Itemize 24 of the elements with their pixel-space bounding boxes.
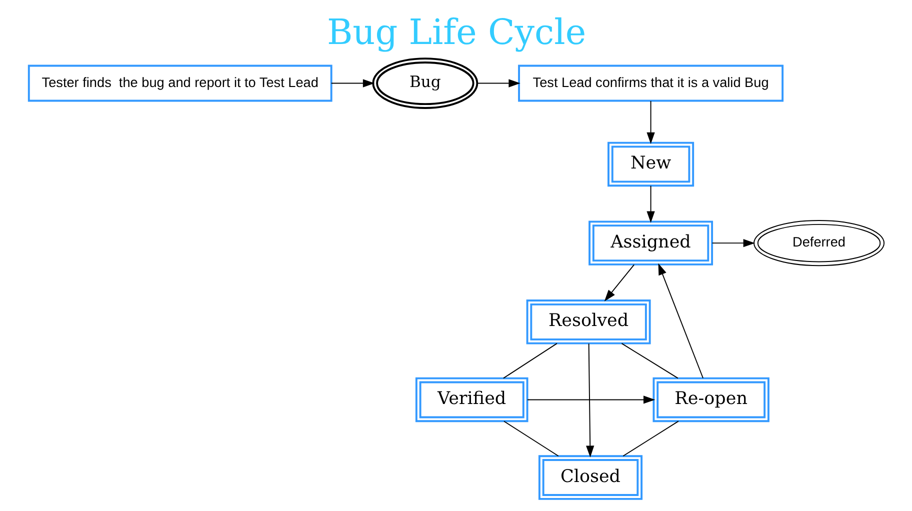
arrow	[330, 79, 374, 88]
node-box: Verified	[414, 377, 528, 422]
node-box: Re-open	[652, 377, 769, 422]
connector	[622, 420, 678, 456]
node-box: Test Lead confirms that it is a valid Bug	[518, 64, 784, 102]
node-box: Resolved	[526, 300, 650, 344]
connector	[502, 420, 558, 456]
node-ellipse: Bug	[372, 58, 478, 109]
node-box: Closed	[538, 455, 642, 500]
node-ellipse: Deferred	[753, 220, 884, 266]
arrow	[646, 100, 654, 144]
arrow	[658, 263, 704, 379]
node-box: Assigned	[588, 220, 713, 266]
arrow	[586, 343, 594, 458]
node-box: Tester finds the bug and report it to Test Lead	[27, 64, 332, 102]
diagram-title: Bug Life Cycle	[326, 12, 586, 53]
connector	[502, 342, 557, 379]
arrow	[646, 185, 654, 223]
arrow	[711, 238, 754, 248]
arrow	[604, 264, 634, 302]
arrow	[526, 396, 655, 404]
connector	[620, 342, 678, 379]
node-box: New	[607, 142, 694, 187]
arrow	[476, 79, 520, 88]
